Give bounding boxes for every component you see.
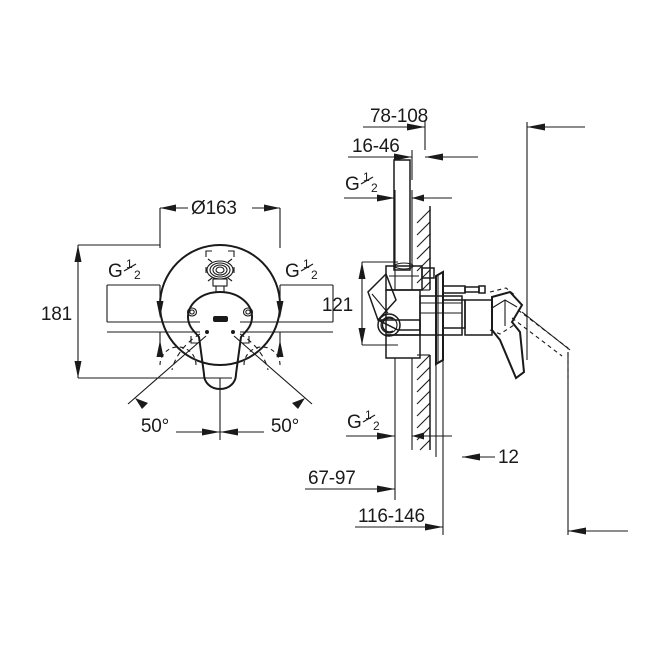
side-top-g-half-label: G 1 2 xyxy=(345,170,378,195)
valve-body-side xyxy=(367,159,493,366)
dim-16-46-group: 16-46 xyxy=(348,136,478,180)
outer-reference-arrow-bottom xyxy=(567,352,628,535)
angle-right-label: 50° xyxy=(271,416,299,437)
height-label: 181 xyxy=(41,304,72,325)
side-bottom-connection-group: G 1 2 xyxy=(346,358,452,500)
angle-leader-lines xyxy=(127,335,313,440)
diameter-label: Ø163 xyxy=(191,198,237,219)
wall-hatching-upper xyxy=(416,206,431,291)
outer-reference-arrow-top xyxy=(526,122,585,360)
side-top-g-denominator: 2 xyxy=(371,181,378,195)
side-bottom-g-denominator: 2 xyxy=(373,419,380,433)
side-top-g-letter: G xyxy=(345,174,360,195)
dim-12-label: 12 xyxy=(498,447,519,468)
lever-indicator-mark xyxy=(213,316,228,322)
right-g-denominator: 2 xyxy=(311,268,318,282)
dim-121-label: 121 xyxy=(322,295,353,316)
lever-bracket-marks xyxy=(190,336,250,344)
angle-left-label: 50° xyxy=(141,416,169,437)
left-g-half-label: G 1 2 xyxy=(108,257,141,282)
dim-121-group: 121 xyxy=(322,261,398,346)
dim-67-97-label: 67-97 xyxy=(308,468,356,489)
left-g-denominator: 2 xyxy=(134,268,141,282)
dim-67-97-group: 67-97 xyxy=(305,468,395,493)
front-view: Ø163 181 G 1 2 xyxy=(41,198,334,440)
right-g-numerator: 1 xyxy=(303,257,310,271)
dim-78-108-group: 78-108 xyxy=(363,106,428,150)
side-top-connection-group: G 1 2 xyxy=(344,170,452,290)
right-g-letter: G xyxy=(285,261,300,282)
lever-swing-arcs xyxy=(159,333,281,371)
faceplate-circle xyxy=(159,244,281,366)
side-bottom-g-numerator: 1 xyxy=(365,408,372,422)
right-g-half-label: G 1 2 xyxy=(285,257,318,282)
side-section-view: 78-108 16-46 G 1 xyxy=(305,106,628,535)
side-bottom-g-letter: G xyxy=(347,412,362,433)
dim-116-146-group: 116-146 xyxy=(355,457,444,535)
diameter-dimension-group: Ø163 xyxy=(159,198,281,248)
left-g-letter: G xyxy=(108,261,123,282)
side-indicator-markers xyxy=(186,307,254,317)
height-dimension-group: 181 xyxy=(41,244,232,379)
side-bottom-g-half-label: G 1 2 xyxy=(347,408,380,433)
side-top-g-numerator: 1 xyxy=(363,170,370,184)
dim-116-146-label: 116-146 xyxy=(358,506,425,527)
left-g-numerator: 1 xyxy=(126,257,133,271)
dim-78-108-label: 78-108 xyxy=(370,106,428,127)
dim-16-46-label: 16-46 xyxy=(352,136,400,157)
diverter-detail xyxy=(205,250,235,292)
